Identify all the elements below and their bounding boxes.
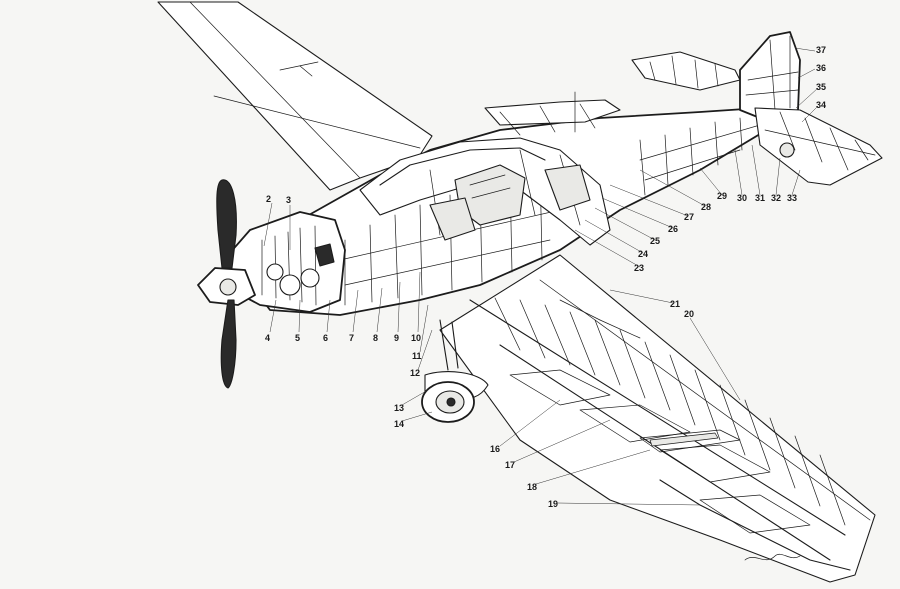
callout-32: 32 — [771, 193, 781, 203]
leader-lines — [263, 47, 819, 506]
callout-4: 4 — [265, 333, 270, 343]
callout-6: 6 — [323, 333, 328, 343]
artist-signature — [744, 553, 801, 561]
callout-35: 35 — [816, 82, 826, 92]
callout-34: 34 — [816, 100, 826, 110]
callout-21: 21 — [670, 299, 680, 309]
callout-14: 14 — [394, 419, 404, 429]
callout-20: 20 — [684, 309, 694, 319]
landing-gear — [421, 319, 489, 423]
left-wing — [157, 1, 433, 191]
callout-19: 19 — [548, 499, 558, 509]
canopy — [359, 91, 621, 246]
callout-23: 23 — [634, 263, 644, 273]
callout-labels: 2 3 4 5 6 7 8 9 10 11 12 13 14 16 17 18 … — [265, 45, 826, 509]
callout-36: 36 — [816, 63, 826, 73]
callout-18: 18 — [527, 482, 537, 492]
callout-12: 12 — [410, 368, 420, 378]
callout-30: 30 — [737, 193, 747, 203]
callout-24: 24 — [638, 249, 648, 259]
callout-9: 9 — [394, 333, 399, 343]
tail-section — [631, 31, 883, 186]
propeller — [216, 179, 237, 389]
callout-11: 11 — [412, 351, 422, 361]
callout-17: 17 — [505, 460, 515, 470]
callout-29: 29 — [717, 191, 727, 201]
callout-8: 8 — [373, 333, 378, 343]
callout-5: 5 — [295, 333, 300, 343]
callout-3: 3 — [286, 195, 291, 205]
engine-section — [197, 211, 346, 313]
callout-28: 28 — [701, 202, 711, 212]
callout-13: 13 — [394, 403, 404, 413]
callout-37: 37 — [816, 45, 826, 55]
callout-10: 10 — [411, 333, 421, 343]
callout-16: 16 — [490, 444, 500, 454]
right-wing — [439, 254, 876, 583]
callout-31: 31 — [755, 193, 765, 203]
callout-33: 33 — [787, 193, 797, 203]
callout-25: 25 — [650, 236, 660, 246]
callout-27: 27 — [684, 212, 694, 222]
callout-2: 2 — [266, 194, 271, 204]
callout-7: 7 — [349, 333, 354, 343]
callout-26: 26 — [668, 224, 678, 234]
